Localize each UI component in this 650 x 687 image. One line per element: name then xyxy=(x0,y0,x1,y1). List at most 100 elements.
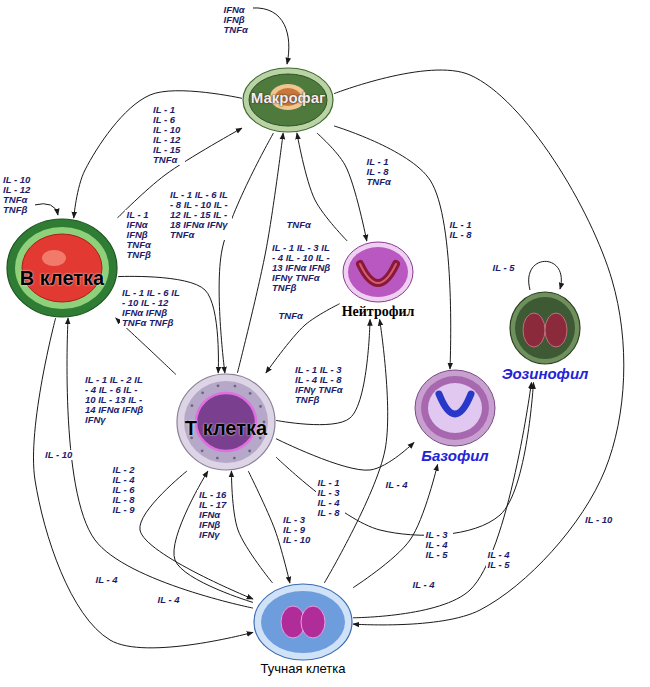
cell-illustration xyxy=(342,241,414,303)
autocrine-loop xyxy=(34,204,58,215)
cell-part xyxy=(42,250,66,266)
cytokine-label: IFNα IFNβ TNFα xyxy=(222,5,253,35)
cell-node: Макрофаг xyxy=(242,67,334,133)
cytokine-arrow xyxy=(276,319,370,424)
cytokine-label: IL - 16 IL - 17 IFNα IFNβ IFNγ xyxy=(197,490,231,540)
cell-name: Нейтрофил xyxy=(342,304,415,319)
label-slot: IL - 1 IL - 3 IL - 4 IL - 8 IFNγ TNFα TN… xyxy=(293,365,351,405)
label-slot: IL - 4 xyxy=(94,575,123,585)
cell-part xyxy=(15,227,109,309)
cytokine-label: IL - 1 IL - 6 IL - 10 IL - 12 IFNα IFNβ … xyxy=(120,288,184,328)
label-slot: IL - 10 xyxy=(583,515,617,525)
cell-part xyxy=(428,383,482,433)
label-slot: IL - 1 IFNα IFNβ TNFα TNFβ xyxy=(125,210,156,260)
cell-part xyxy=(177,374,275,470)
label-slot: IL - 1 IL - 2 IL - 4 IL - 6 IL - 10 IL -… xyxy=(83,375,147,425)
granule xyxy=(201,449,204,452)
cytokine-label: IL - 1 IL - 2 IL - 4 IL - 6 IL - 10 IL -… xyxy=(83,375,147,425)
cytokine-arrow xyxy=(334,126,451,369)
cytokine-arrow xyxy=(34,318,253,648)
granule xyxy=(234,385,237,388)
granule xyxy=(201,391,204,394)
label-slot: IL - 4 xyxy=(156,595,185,605)
cytokine-label: IL - 4 xyxy=(411,580,440,590)
label-slot: IL - 1 IL - 6 IL - 10 IL - 12 IL - 15 TN… xyxy=(151,105,185,165)
cytokine-arrow xyxy=(353,465,438,588)
cytokine-label: TNFα xyxy=(277,311,308,321)
cell-part xyxy=(7,219,117,317)
cell-node: Эозинофил xyxy=(500,291,591,383)
label-slot: TNFα xyxy=(285,220,316,230)
label-slot: IL - 1 IL - 3 IL - 4 IL - 10 IL - 13 IFN… xyxy=(270,243,334,293)
label-slot: IL - 1 IL - 6 IL - 10 IL - 12 IFNα IFNβ … xyxy=(120,288,184,328)
cell-name: В клетка xyxy=(20,267,104,289)
granule xyxy=(249,392,252,395)
cytokine-label: IL - 4 IL - 5 xyxy=(486,550,515,570)
cytokine-label: IL - 10 xyxy=(583,515,617,525)
label-slot: IL - 1 IL - 6 IL - 8 IL - 10 IL - 12 IL … xyxy=(168,190,232,240)
cytokine-arrow xyxy=(317,133,367,241)
label-slot: IL - 10 xyxy=(43,450,77,460)
cytokine-label: IL - 3 IL - 9 IL - 10 xyxy=(281,515,315,545)
cytokine-label: IL - 4 xyxy=(94,575,123,585)
cytokine-label: IL - 1 IL - 3 IL - 4 IL - 10 IL - 13 IFN… xyxy=(270,243,334,293)
cell-node: Т клетка xyxy=(176,373,276,471)
cytokine-label: IL - 10 xyxy=(43,450,77,460)
cell-part xyxy=(301,606,325,638)
cell-node: Тучная клетка xyxy=(253,583,353,676)
cytokine-label: IL - 4 xyxy=(384,480,413,490)
cell-name: Макрофаг xyxy=(251,90,326,107)
cytokine-label: IL - 1 IL - 6 IL - 10 IL - 12 IL - 15 TN… xyxy=(151,105,185,165)
cell-part xyxy=(523,313,545,347)
cell-part xyxy=(415,370,495,446)
cell-name: Эозинофил xyxy=(502,366,589,383)
input-arrow xyxy=(252,8,289,64)
cell-name: Базофил xyxy=(421,448,488,465)
granule xyxy=(216,457,219,460)
label-slot: IL - 4 xyxy=(384,480,413,490)
cytokine-label: IL - 1 IL - 6 IL - 8 IL - 10 IL - 12 IL … xyxy=(168,190,232,240)
granule xyxy=(217,384,220,387)
cytokine-arrow xyxy=(266,304,340,373)
label-slot: IL - 16 IL - 17 IFNα IFNβ IFNγ xyxy=(197,490,231,540)
cell-part xyxy=(515,297,575,359)
label-slot: IL - 3 IL - 4 IL - 5 xyxy=(424,530,453,560)
label-slot: IL - 2 IL - 4 IL - 6 IL - 8 IL - 9 xyxy=(111,465,140,515)
cytokine-arrow xyxy=(353,383,531,618)
cell-node: Базофил xyxy=(414,369,496,465)
cytokine-label: IL - 1 IL - 8 xyxy=(448,220,477,240)
label-slot: IL - 5 xyxy=(491,263,520,273)
nucleus xyxy=(439,394,471,414)
cell-name: Т клетка xyxy=(185,417,267,439)
granule xyxy=(233,457,236,460)
cell-part xyxy=(421,376,489,440)
cytokine-label: IL - 4 xyxy=(156,595,185,605)
cell-illustration xyxy=(253,583,353,661)
cell-part xyxy=(261,591,345,653)
cell-node: В клетка xyxy=(6,218,118,318)
granule xyxy=(259,405,262,408)
cytokine-label: IL - 3 IL - 4 IL - 5 xyxy=(424,530,453,560)
cell-part xyxy=(348,247,408,297)
cytokine-arrow xyxy=(231,471,272,583)
label-slot: IL - 1 IL - 8 TNFα xyxy=(365,157,396,187)
cytokine-label: IL - 2 IL - 4 IL - 6 IL - 8 IL - 9 xyxy=(111,465,140,515)
cell-part xyxy=(510,292,580,364)
label-slot: IL - 4 IL - 5 xyxy=(486,550,515,570)
granule xyxy=(248,450,251,453)
cell-node: Нейтрофил xyxy=(340,241,417,319)
granule xyxy=(191,404,194,407)
label-slot: IL - 10 IL - 12 TNFα TNFβ xyxy=(1,175,35,215)
cell-illustration xyxy=(509,291,581,365)
cell-part xyxy=(249,74,327,126)
cell-name: Тучная клетка xyxy=(261,662,346,676)
cytokine-label: IL - 1 IL - 3 IL - 4 IL - 8 xyxy=(316,478,345,518)
label-slot: IFNα IFNβ TNFα xyxy=(222,5,253,35)
cytokine-arrow xyxy=(324,319,387,583)
label-slot: IL - 4 xyxy=(411,580,440,590)
label-slot: TNFα xyxy=(277,311,308,321)
cell-part xyxy=(254,584,352,660)
cytokine-arrow xyxy=(276,439,414,471)
cytokine-label: TNFα xyxy=(285,220,316,230)
cytokine-label: IL - 1 IL - 3 IL - 4 IL - 8 IFNγ TNFα TN… xyxy=(293,365,351,405)
